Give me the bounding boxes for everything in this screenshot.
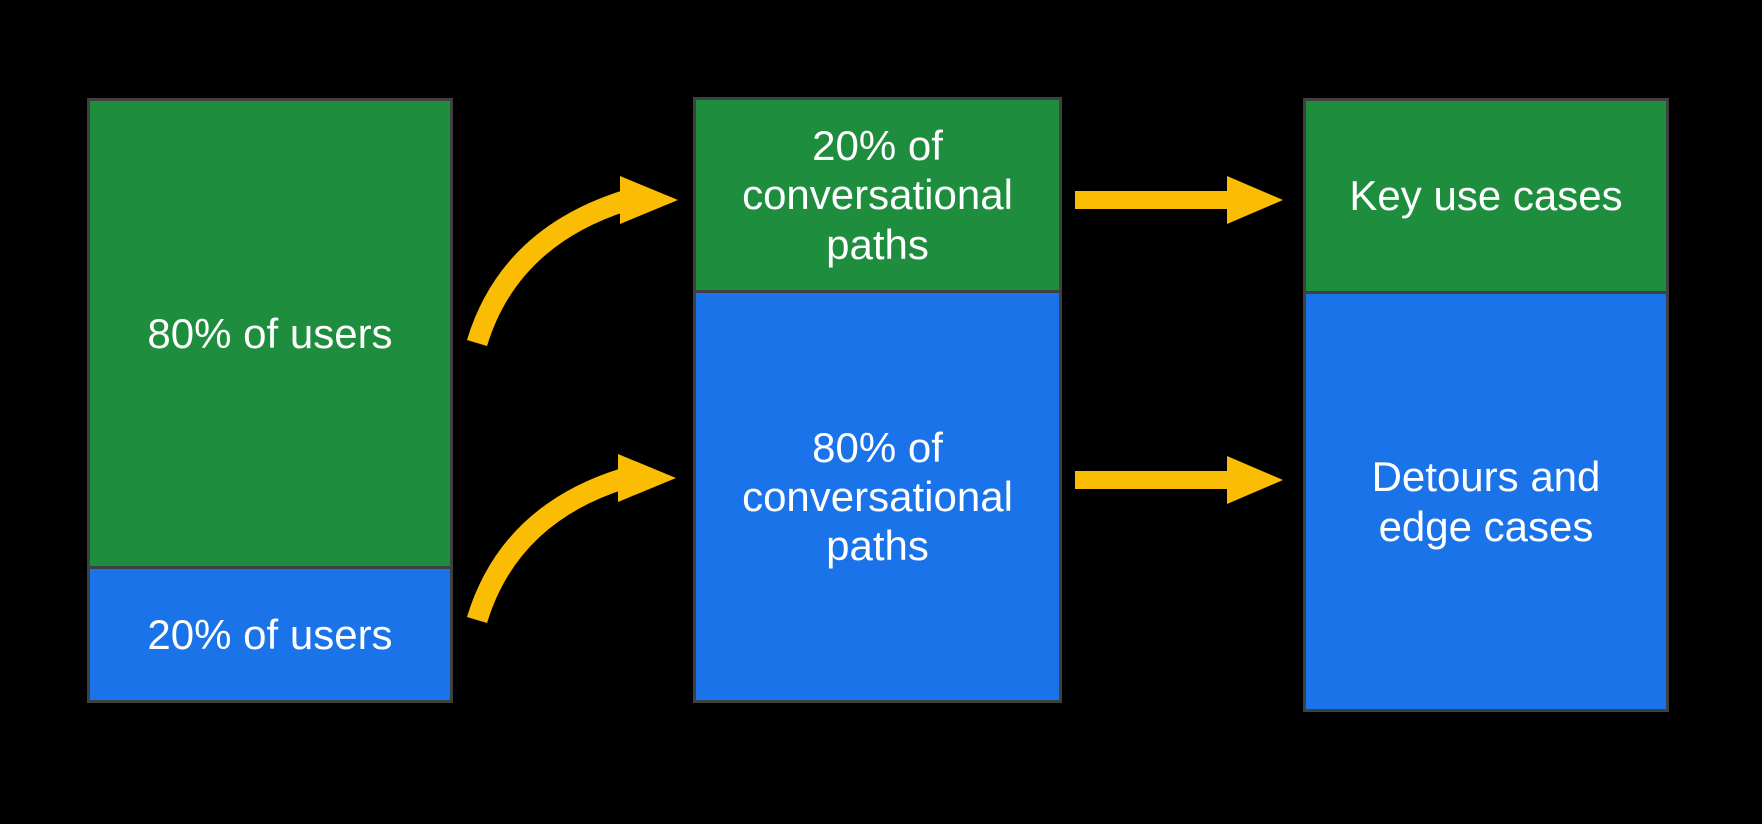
segment-users-minority: 20% of users	[90, 566, 450, 700]
straight-arrow-top-icon	[1075, 176, 1283, 224]
bar-outcomes: Key use cases Detours and edge cases	[1303, 98, 1669, 712]
segment-label: Detours and edge cases	[1371, 453, 1601, 550]
segment-label: 80% of users	[147, 309, 393, 357]
segment-label: 20% of conversational paths	[742, 122, 1013, 268]
segment-paths-minority: 20% of conversational paths	[696, 100, 1059, 290]
segment-key-use-cases: Key use cases	[1306, 101, 1666, 291]
straight-arrow-bottom-icon	[1075, 456, 1283, 504]
curved-arrow-top-icon	[466, 176, 678, 347]
bar-conversational-paths: 20% of conversational paths 80% of conve…	[693, 97, 1062, 703]
segment-detours-edge-cases: Detours and edge cases	[1306, 291, 1666, 709]
segment-users-majority: 80% of users	[90, 101, 450, 566]
curved-arrow-bottom-icon	[466, 454, 676, 624]
segment-label: 20% of users	[147, 610, 393, 658]
bar-users: 80% of users 20% of users	[87, 98, 453, 703]
segment-label: Key use cases	[1349, 172, 1623, 220]
segment-label: 80% of conversational paths	[742, 423, 1013, 570]
segment-paths-majority: 80% of conversational paths	[696, 290, 1059, 700]
